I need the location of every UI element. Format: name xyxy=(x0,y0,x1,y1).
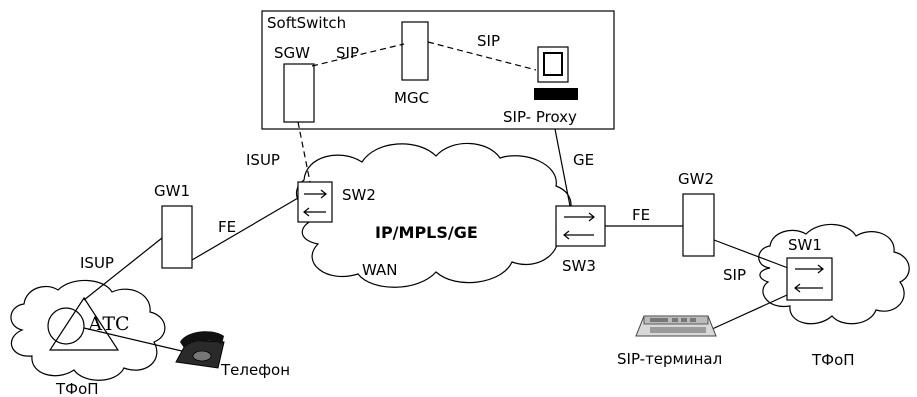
link-ats-telephone xyxy=(83,327,187,353)
telephone-icon xyxy=(175,331,225,369)
sip-label-right: SIP xyxy=(477,32,500,50)
sw3-label: SW3 xyxy=(562,257,596,275)
sw3-switch xyxy=(555,205,606,247)
sip-terminal-label: SIP-терминал xyxy=(617,350,722,368)
link-ats-gw1 xyxy=(83,237,163,301)
pstn-cloud-right xyxy=(758,223,910,325)
telephone-label: Телефон xyxy=(220,361,290,379)
sw1-switch xyxy=(786,257,833,301)
ats-symbol xyxy=(47,296,120,351)
link-gw2-sw1 xyxy=(713,239,789,269)
sw1-label: SW1 xyxy=(788,236,822,254)
mgc-box xyxy=(401,21,429,81)
sip-proxy-label: SIP- Proxy xyxy=(503,108,577,126)
fe-label-left: FE xyxy=(218,218,236,236)
core-cloud xyxy=(296,142,572,288)
sw2-label: SW2 xyxy=(342,186,376,204)
gw2-label: GW2 xyxy=(678,170,714,188)
isup-label-gw1: ISUP xyxy=(80,254,114,272)
fe-label-right: FE xyxy=(632,206,650,224)
gw2-box xyxy=(682,193,715,257)
link-sgw-sw2 xyxy=(297,121,311,183)
isup-label-sw2: ISUP xyxy=(246,151,280,169)
ats-label: АТС xyxy=(88,313,130,335)
sip-label-left: SIP xyxy=(336,44,359,62)
sgw-label: SGW xyxy=(274,44,310,62)
wan-label: WAN xyxy=(362,261,398,279)
link-terminal-sw1 xyxy=(709,289,799,331)
gw1-label: GW1 xyxy=(154,182,190,200)
pstn-label-left: ТФоП xyxy=(55,380,99,397)
link-sgw-mgc xyxy=(311,43,405,67)
link-mgc-proxy xyxy=(427,41,537,71)
pstn-cloud-left xyxy=(10,279,166,381)
link-gw1-sw2 xyxy=(191,197,299,261)
sip-terminal-icon xyxy=(635,315,717,337)
mgc-label: MGC xyxy=(394,89,429,107)
sw2-switch xyxy=(297,181,333,223)
computer-icon xyxy=(534,46,578,100)
core-label: IP/MPLS/GE xyxy=(375,223,478,242)
gw1-box xyxy=(161,205,193,269)
sip-label-gw2: SIP xyxy=(723,266,746,284)
pstn-label-right: ТФоП xyxy=(811,351,855,369)
link-proxy-sw3 xyxy=(554,128,571,207)
softswitch-title: SoftSwitch xyxy=(267,14,346,32)
ge-label: GE xyxy=(573,151,594,169)
sgw-box xyxy=(283,63,315,123)
